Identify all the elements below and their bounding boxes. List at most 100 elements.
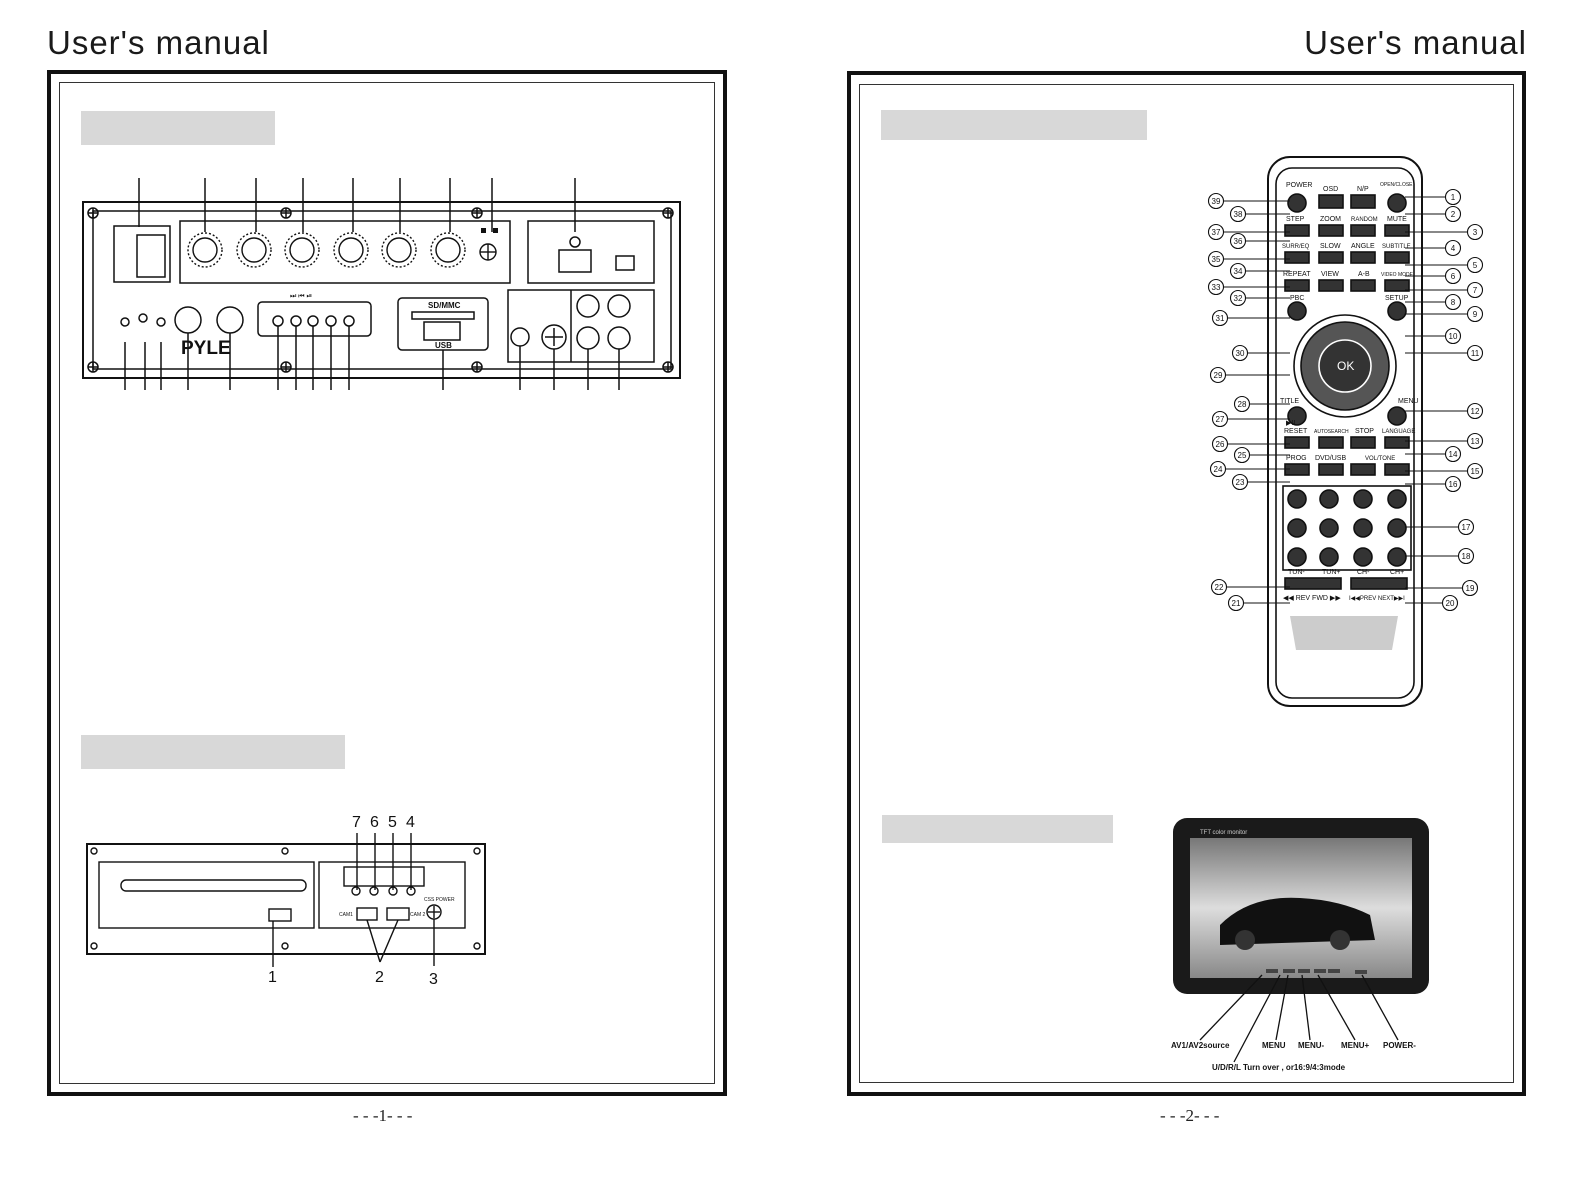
- stop-label: STOP: [1355, 428, 1374, 435]
- remote-callout-30: [1231, 344, 1249, 362]
- remote-callout-31: [1211, 309, 1229, 327]
- cam1-label: CAM1: [339, 912, 353, 918]
- remote-callout-5: [1466, 256, 1484, 274]
- video-mode-label: VIDEO MODE: [1381, 272, 1414, 278]
- sd-mmc-label: SD/MMC: [428, 301, 461, 310]
- remote-callout-number: 19: [1466, 584, 1475, 593]
- ch-minus-label: CH-: [1357, 569, 1370, 576]
- dvd-callout-1: 1: [268, 969, 277, 986]
- remote-callout-number: 2: [1451, 210, 1456, 219]
- remote-callout-27: [1211, 410, 1229, 428]
- av-source-label: AV1/AV2source: [1171, 1041, 1230, 1050]
- remote-callout-number: 1: [1451, 193, 1456, 202]
- ab-label: A-B: [1358, 271, 1370, 278]
- remote-callout-number: 15: [1471, 467, 1480, 476]
- remote-callout-16: [1444, 475, 1462, 493]
- right-page-title: User's manual: [1304, 24, 1527, 61]
- remote-callout-11: [1466, 344, 1484, 362]
- remote-callout-number: 39: [1212, 197, 1221, 206]
- tun-plus-label: TUN+: [1322, 569, 1340, 576]
- dvd-callout-3: 3: [429, 971, 438, 988]
- remote-callout-number: 24: [1214, 465, 1223, 474]
- remote-callout-number: 34: [1234, 267, 1243, 276]
- subtitle-label: SUBTITLE: [1382, 244, 1411, 250]
- surr-eq-label: SURR/EQ: [1282, 244, 1310, 250]
- ch-plus-label: CH+: [1390, 569, 1404, 576]
- remote-callout-1: [1444, 188, 1462, 206]
- dvd-section-heading-bar: [81, 735, 345, 769]
- remote-callout-10: [1444, 327, 1462, 345]
- remote-callout-2: [1444, 205, 1462, 223]
- title-label: TITLE: [1280, 398, 1299, 405]
- remote-callout-12: [1466, 402, 1484, 420]
- remote-callout-number: 5: [1473, 261, 1478, 270]
- monitor-caption: TFT color monitor: [1200, 830, 1247, 836]
- np-label: N/P: [1357, 186, 1369, 193]
- power-label: POWER: [1286, 182, 1312, 189]
- right-page-inner-frame: [859, 84, 1514, 1083]
- monitor-section-heading-bar: [882, 815, 1113, 843]
- tun-minus-label: TUN-: [1288, 569, 1305, 576]
- vol-tone-label: VOL/TONE: [1365, 456, 1395, 462]
- remote-callout-13: [1466, 432, 1484, 450]
- remote-section-heading-bar: [881, 110, 1147, 140]
- monitor-menu-minus-label: MENU-: [1298, 1041, 1325, 1050]
- remote-callout-number: 27: [1216, 415, 1225, 424]
- remote-callout-21: [1227, 594, 1245, 612]
- zoom-label: ZOOM: [1320, 216, 1341, 223]
- osd-label: OSD: [1323, 186, 1338, 193]
- remote-callout-8: [1444, 293, 1462, 311]
- remote-callout-6: [1444, 267, 1462, 285]
- remote-callout-number: 25: [1238, 451, 1247, 460]
- remote-callout-18: [1457, 547, 1475, 565]
- remote-callout-39: [1207, 192, 1225, 210]
- remote-callout-number: 18: [1462, 552, 1471, 561]
- remote-callout-number: 30: [1236, 349, 1245, 358]
- remote-callout-number: 37: [1212, 228, 1221, 237]
- left-page-frame: [47, 70, 727, 1096]
- dvd-callout-5: 5: [388, 814, 397, 831]
- remote-callout-number: 21: [1232, 599, 1241, 608]
- remote-callout-29: [1209, 366, 1227, 384]
- remote-callout-number: 13: [1471, 437, 1480, 446]
- language-label: LANGUAGE: [1382, 429, 1415, 435]
- rev-fwd-label: ◀◀ REV FWD ▶▶: [1283, 595, 1341, 602]
- view-label: VIEW: [1321, 271, 1339, 278]
- remote-callout-25: [1233, 446, 1251, 464]
- remote-callout-32: [1229, 289, 1247, 307]
- remote-callout-15: [1466, 462, 1484, 480]
- pyle-logo: PYLE: [181, 338, 231, 359]
- remote-callout-number: 20: [1446, 599, 1455, 608]
- remote-callout-number: 6: [1451, 272, 1456, 281]
- dvd-callout-2: 2: [375, 969, 384, 986]
- remote-callout-number: 36: [1234, 237, 1243, 246]
- reset-label: RESET: [1284, 428, 1308, 435]
- dvd-callout-6: 6: [370, 814, 379, 831]
- remote-callout-4: [1444, 239, 1462, 257]
- remote-callout-number: 31: [1216, 314, 1225, 323]
- remote-callout-34: [1229, 262, 1247, 280]
- right-page-frame: [847, 71, 1526, 1096]
- remote-callout-28: [1233, 395, 1251, 413]
- remote-callout-37: [1207, 223, 1225, 241]
- dvd-usb-label: DVD/USB: [1315, 455, 1346, 462]
- repeat-label: REPEAT: [1283, 271, 1311, 278]
- monitor-menu-label: MENU: [1262, 1041, 1286, 1050]
- remote-callout-number: 23: [1236, 478, 1245, 487]
- open-close-label: OPEN/CLOSE: [1380, 182, 1413, 188]
- dvd-callout-4: 4: [406, 814, 415, 831]
- monitor-menu-plus-label: MENU+: [1341, 1041, 1370, 1050]
- remote-callout-33: [1207, 278, 1225, 296]
- remote-callout-number: 9: [1473, 310, 1478, 319]
- remote-callout-number: 8: [1451, 298, 1456, 307]
- remote-callout-3: [1466, 223, 1484, 241]
- usb-label: USB: [435, 341, 452, 350]
- prog-label: PROG: [1286, 455, 1307, 462]
- remote-callout-23: [1231, 473, 1249, 491]
- svg-text:⏭ ⏮ ⏯: ⏭ ⏮ ⏯: [290, 293, 312, 300]
- remote-callout-number: 10: [1449, 332, 1458, 341]
- left-page-title: User's manual: [47, 24, 270, 61]
